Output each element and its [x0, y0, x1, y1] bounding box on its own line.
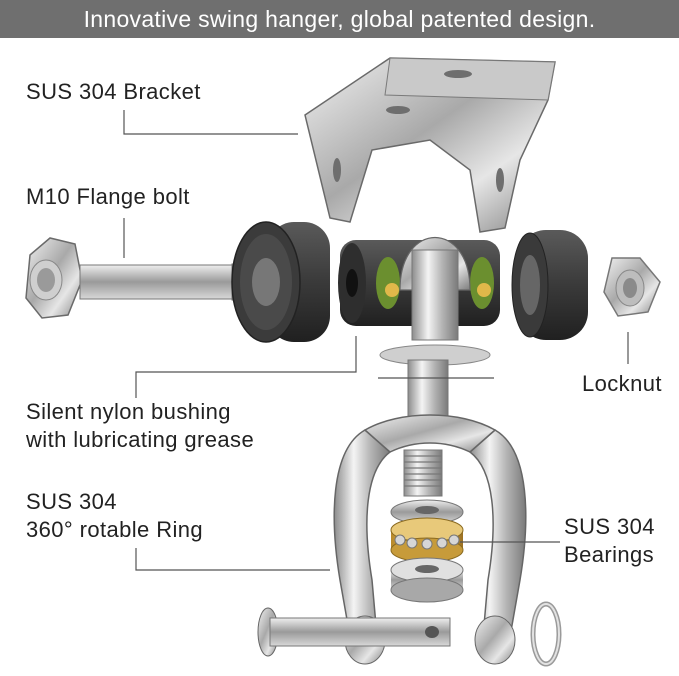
bracket-shape	[304, 57, 556, 233]
bushing-label-line1: Silent nylon bushing	[26, 399, 231, 424]
title-banner: Innovative swing hanger, global patented…	[0, 0, 679, 38]
bushing-leader-line	[135, 336, 357, 398]
banner-title: Innovative swing hanger, global patented…	[83, 5, 596, 32]
ring-leader-line	[135, 548, 330, 571]
bushing-label: Silent nylon bushing with lubricating gr…	[26, 398, 254, 454]
ring-label-line2: 360° rotable Ring	[26, 517, 204, 542]
left-bushing-shape	[231, 221, 330, 343]
right-bushing-shape	[511, 230, 588, 340]
split-ring-shape	[530, 601, 562, 667]
flange-bolt-label-text: M10 Flange bolt	[26, 184, 190, 209]
bracket-label: SUS 304 Bracket	[26, 78, 201, 106]
bearings-label: SUS 304 Bearings	[564, 513, 655, 569]
locknut-label: Locknut	[582, 370, 662, 398]
shackle-ring-shape	[333, 414, 527, 665]
pin-shape	[257, 607, 451, 657]
bracket-label-text: SUS 304 Bracket	[26, 79, 201, 104]
ring-label: SUS 304 360° rotable Ring	[26, 488, 203, 544]
flange-bolt-label: M10 Flange bolt	[26, 183, 190, 211]
bushing-label-line2: with lubricating grease	[26, 427, 255, 452]
bracket-leader-line	[123, 110, 298, 135]
ring-label-line1: SUS 304	[26, 489, 117, 514]
locknut-label-text: Locknut	[582, 371, 662, 396]
inner-bushing-shape	[338, 237, 500, 366]
bearings-label-line1: SUS 304	[564, 514, 655, 539]
bearings-shape	[390, 499, 464, 603]
bearings-label-line2: Bearings	[564, 542, 655, 567]
locknut-shape	[603, 257, 661, 317]
leader-lines	[123, 110, 629, 571]
